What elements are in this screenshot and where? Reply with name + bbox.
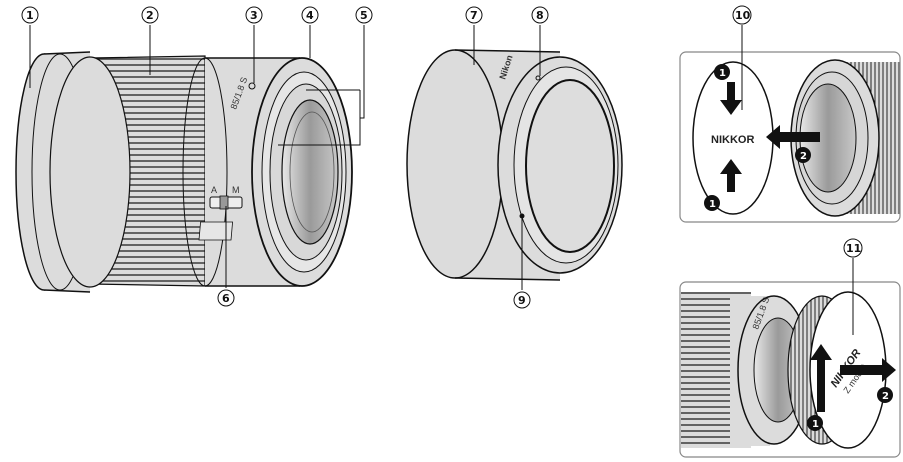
front-cap-step-2: 2 xyxy=(800,151,807,162)
hood-alignment-dot xyxy=(519,213,525,219)
callout-4: 4 xyxy=(301,6,319,24)
callout-5: 5 xyxy=(355,6,373,24)
lens-hood: Nikon xyxy=(406,49,623,281)
front-cap-panel: NIKKOR 1 1 2 xyxy=(679,51,901,223)
callout-9: 9 xyxy=(513,291,531,309)
svg-text:1: 1 xyxy=(26,9,34,22)
switch-label-m: M xyxy=(232,185,240,195)
svg-text:7: 7 xyxy=(470,9,478,22)
svg-text:4: 4 xyxy=(306,9,314,22)
callout-markers: 1 2 3 4 5 6 7 8 9 10 11 xyxy=(21,5,863,309)
callout-lines-lens xyxy=(29,25,365,288)
callout-3: 3 xyxy=(245,6,263,24)
mounting-mark xyxy=(248,82,256,90)
front-cap-brand: NIKKOR xyxy=(711,134,754,146)
svg-text:5: 5 xyxy=(360,9,368,22)
callout-8: 8 xyxy=(531,6,549,24)
rear-cap-step-2: 2 xyxy=(882,391,889,402)
callout-7: 7 xyxy=(465,6,483,24)
svg-text:6: 6 xyxy=(222,292,230,305)
svg-text:9: 9 xyxy=(518,294,526,307)
front-cap-step-1-bottom: 1 xyxy=(709,199,716,210)
callout-10: 10 xyxy=(732,5,752,25)
callout-1: 1 xyxy=(21,6,39,24)
rear-cap-panel: 85/1.8 S NIKKOR Z mount 1 2 xyxy=(679,281,901,458)
callout-6: 6 xyxy=(217,289,235,307)
svg-text:3: 3 xyxy=(250,9,258,22)
front-cap-step-1-top: 1 xyxy=(719,68,726,79)
lens-body: A M 85/1.8 S xyxy=(15,51,353,293)
switch-label-a: A xyxy=(211,185,217,195)
callout-lines-hood xyxy=(473,25,541,290)
hood-mounting-mark xyxy=(535,75,541,81)
callout-2: 2 xyxy=(141,6,159,24)
rear-cap-step-1: 1 xyxy=(812,419,819,430)
callout-11: 11 xyxy=(843,238,863,258)
svg-text:2: 2 xyxy=(146,9,154,22)
svg-text:11: 11 xyxy=(846,242,861,255)
svg-text:8: 8 xyxy=(536,9,544,22)
svg-text:10: 10 xyxy=(735,9,751,22)
